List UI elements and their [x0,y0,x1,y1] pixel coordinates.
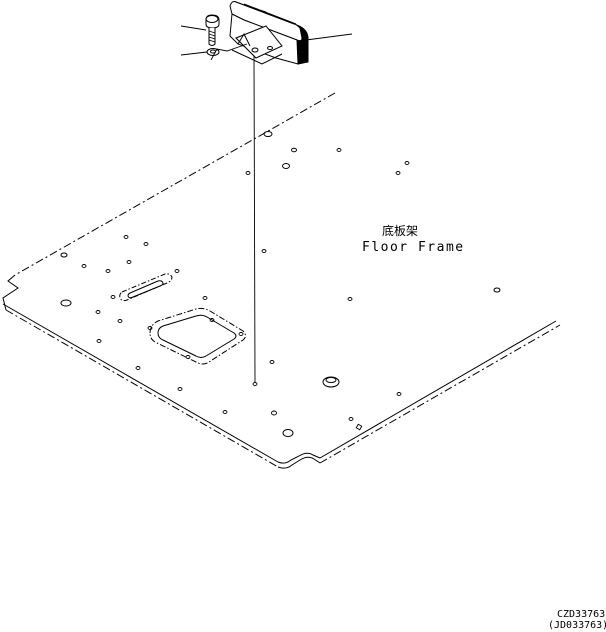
plate-holes-small [81,148,410,431]
plate-left-corner [2,274,19,311]
floor-frame-plate [2,92,561,469]
assembly-line [253,55,256,383]
plate-front-edge-outer [5,309,279,468]
plate-cutout-outer [149,307,246,365]
part-label-cn: 底板架 [382,224,419,238]
plate-right-edge-outer [319,324,561,464]
plate-cutout [149,307,246,365]
bolt-icon [205,14,220,46]
leader-bracket [305,33,353,41]
part-label-en: Floor Frame [362,240,465,255]
plate-front-notch [277,456,321,469]
leader-washer [180,51,208,56]
leader-washer-to-bracket [210,43,248,61]
plate-right-edge-inner [319,320,557,459]
leader-lines [180,25,353,386]
plate-holes-large [60,131,501,437]
plate-cutout-inner [157,314,237,358]
leader-bolt [180,25,207,31]
mirror-bracket-icon [229,1,309,65]
plate-back-edge [14,92,336,276]
drawing-code: CZD33763 [557,609,606,620]
plate-slot [119,273,173,302]
plate-front-notch-inner [277,452,321,464]
drawing-code-alt: (JD033763) [548,620,606,631]
plate-front-edge-inner [2,303,279,463]
